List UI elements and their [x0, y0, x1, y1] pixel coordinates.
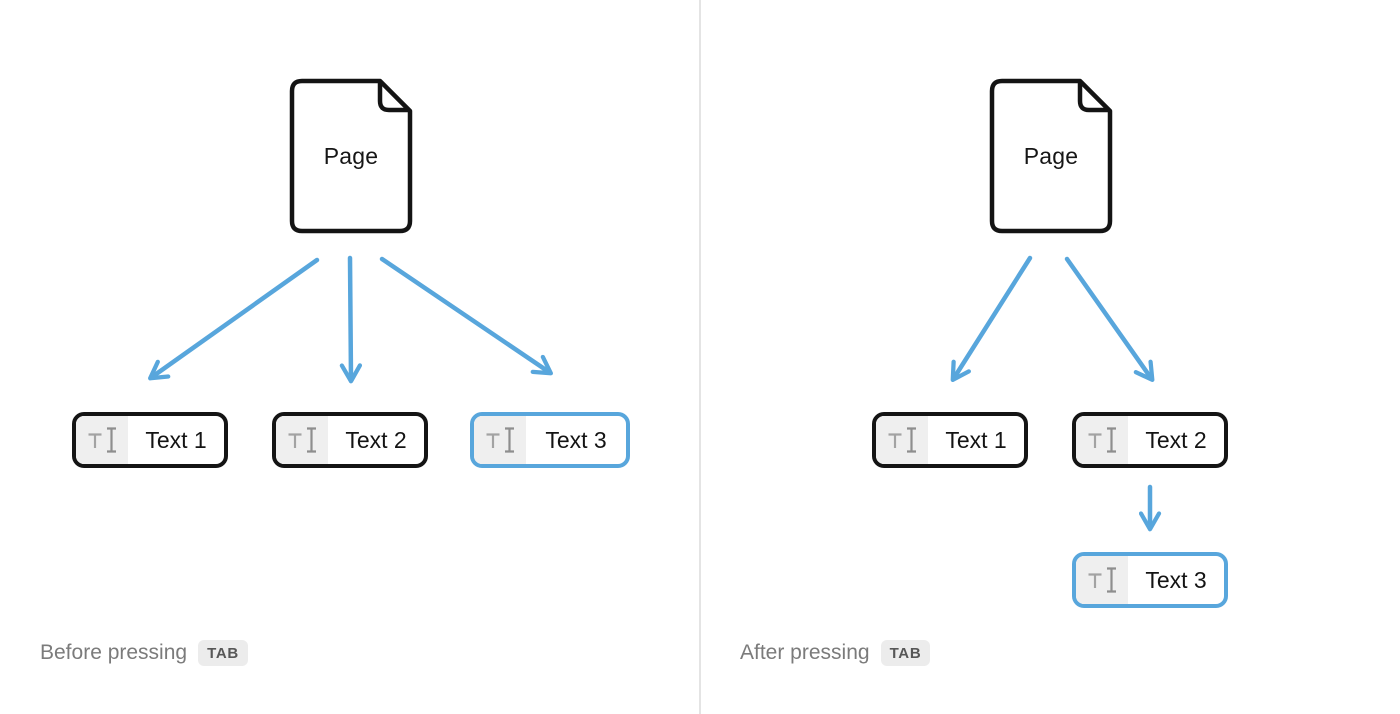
arrow-page-to-text2-icon [339, 255, 363, 384]
block-label: Text 3 [545, 426, 607, 453]
caption-text: Before pressing [40, 641, 188, 664]
page-node-label: Page [1023, 142, 1079, 169]
after-diagram-graphics [950, 78, 1162, 532]
block-label: Text 1 [945, 426, 1007, 453]
block-label: Text 3 [1145, 566, 1207, 593]
text-cursor-icon [876, 416, 928, 464]
text-cursor-icon [474, 416, 526, 464]
arrow-page-to-text3-icon [379, 256, 554, 376]
arrow-page-to-text1-icon [148, 257, 320, 381]
page-node-label: Page [323, 142, 379, 169]
block-text-2: Text 2 [272, 412, 428, 468]
panel-divider [699, 0, 701, 714]
block-label: Text 2 [345, 426, 407, 453]
block-label: Text 1 [145, 426, 207, 453]
page-fold-icon [377, 79, 411, 113]
caption-before: Before pressing TAB [40, 640, 248, 666]
block-text-3-highlighted-indented: Text 3 [1072, 552, 1228, 608]
text-cursor-icon [1076, 416, 1128, 464]
tab-key-badge: TAB [880, 640, 931, 666]
tab-key-badge: TAB [198, 640, 248, 666]
arrow-page-to-text2-icon [1064, 256, 1155, 382]
caption-text: After pressing [740, 641, 870, 664]
block-text-3-highlighted: Text 3 [470, 412, 630, 468]
caption-after: After pressing TAB [740, 640, 931, 666]
text-cursor-icon [1076, 556, 1128, 604]
text-cursor-icon [76, 416, 128, 464]
page-fold-icon [1077, 79, 1111, 113]
block-label: Text 2 [1145, 426, 1207, 453]
block-text-1: Text 1 [72, 412, 228, 468]
panel-after: Page Text 1 Text 2 [700, 0, 1400, 714]
arrow-page-to-text1-icon [950, 255, 1033, 383]
page-icon [989, 78, 1113, 234]
block-text-1: Text 1 [872, 412, 1028, 468]
before-diagram-graphics [148, 78, 554, 384]
panel-before: Page Text 1 Text 2 [40, 78, 630, 666]
block-text-2: Text 2 [1072, 412, 1228, 468]
text-cursor-icon [276, 416, 328, 464]
page-icon [289, 78, 413, 234]
